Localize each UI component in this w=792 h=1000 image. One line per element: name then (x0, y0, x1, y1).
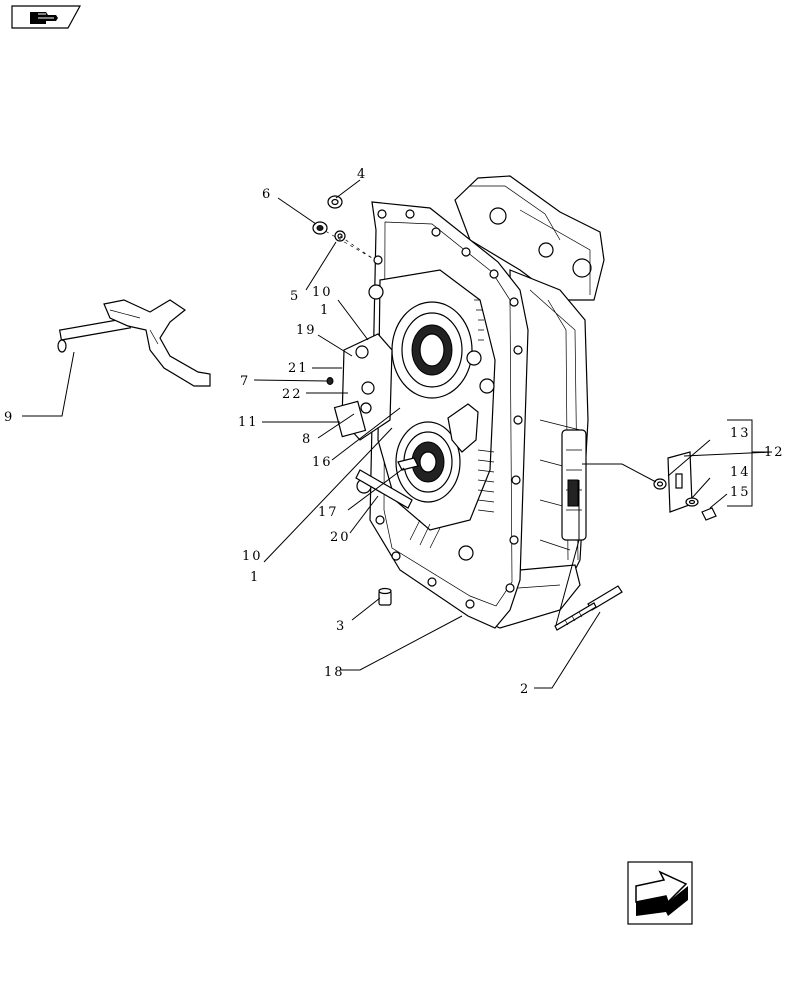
callout-6: 6 (262, 187, 272, 202)
callout-12: 12 (764, 445, 785, 460)
callout-13: 13 (730, 426, 751, 441)
callout-8: 8 (302, 432, 312, 447)
leader-lines (22, 179, 773, 689)
callout-15: 15 (730, 485, 751, 500)
callout-5: 5 (290, 289, 300, 304)
callout-10-upper: 10 (312, 285, 333, 300)
callout-21: 21 (288, 361, 309, 376)
roll-pin (326, 377, 334, 385)
callout-19: 19 (296, 323, 317, 338)
dowel-pin (378, 587, 392, 606)
previous-page-tab[interactable] (11, 5, 82, 29)
next-page-button[interactable] (627, 861, 693, 925)
callout-4: 4 (357, 167, 367, 182)
next-arrow-icon (635, 870, 688, 916)
shift-fork (57, 299, 211, 387)
hardware-nuts (312, 195, 346, 242)
callout-14: 14 (730, 465, 751, 480)
callout-3: 3 (336, 619, 346, 634)
callout-18: 18 (324, 665, 345, 680)
hand-pointer-icon (30, 12, 58, 24)
callout-1-upper: 1 (320, 303, 330, 318)
callout-22: 22 (282, 387, 303, 402)
callout-7: 7 (240, 374, 250, 389)
callout-1-lower: 1 (250, 570, 260, 585)
callout-labels: 4 6 5 10 1 19 21 7 22 9 11 8 16 17 20 10… (4, 167, 785, 697)
gearbox-housing (333, 175, 605, 629)
callout-11: 11 (238, 415, 259, 430)
upper-bearing (391, 301, 473, 399)
lower-bearing (395, 421, 461, 503)
callout-20: 20 (330, 530, 351, 545)
callout-16: 16 (312, 455, 333, 470)
nameplate-hardware (653, 451, 717, 521)
callout-17: 17 (318, 505, 339, 520)
callout-9: 9 (4, 410, 14, 425)
long-bolt (554, 585, 623, 631)
flange-bolt-holes (373, 209, 523, 609)
callout-2: 2 (520, 682, 530, 697)
callout-10-lower: 10 (242, 549, 263, 564)
